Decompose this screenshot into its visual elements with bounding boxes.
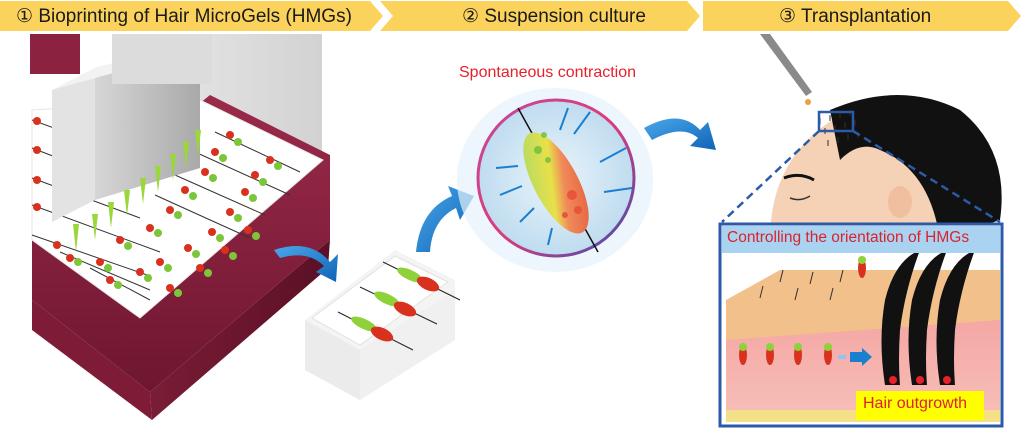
tweezers-icon [760,34,812,96]
outgrowth-label: Hair outgrowth [863,395,968,412]
contraction-illustration [457,88,653,272]
step-banner [0,1,1021,31]
step-2-title: Suspension culture [484,6,646,27]
step-3-title: Transplantation [800,6,932,27]
flow-arrow-2 [416,186,474,252]
head-illustration [721,34,1002,240]
contraction-arrows [495,107,633,246]
orientation-band [722,226,1000,253]
step-1-title: Bioprinting of Hair MicroGels (HMGs) [38,6,352,27]
flow-arrow-1 [274,246,338,282]
step-3-label: ③ Transplantation [779,4,931,30]
culture-dish [305,250,461,400]
step-1-label: ① Bioprinting of Hair MicroGels (HMGs) [16,4,352,30]
implanted-microgels [739,256,866,365]
print-head [52,68,95,222]
growth-arrow [850,348,872,366]
outgrowth-box [856,391,984,420]
flow-arrow-3 [644,118,716,150]
focus-region [817,110,855,133]
banner-segment-1 [0,1,383,31]
step-1-number: ① [16,6,34,27]
banner-segment-2 [380,1,700,31]
nozzles [73,130,201,252]
grown-hairs [881,250,975,385]
step-3-number: ③ [779,6,797,27]
printer-base [32,300,152,420]
step-2-number: ② [462,6,480,27]
orientation-label: Controlling the orientation of HMGs [727,229,970,246]
banner-segment-3 [703,1,1021,31]
contraction-label: Spontaneous contraction [459,64,637,81]
hair-microgel [523,132,589,234]
bioprinter-illustration [30,34,330,420]
step-2-label: ② Suspension culture [462,4,646,30]
